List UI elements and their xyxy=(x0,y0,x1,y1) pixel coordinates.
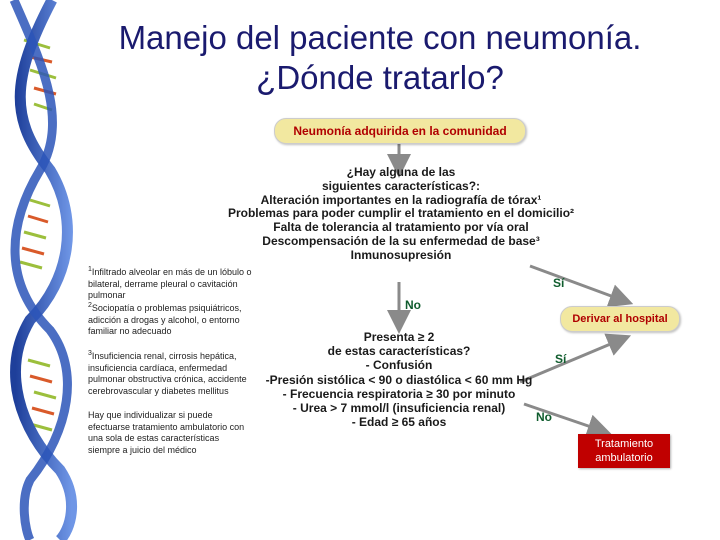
label-no-1: No xyxy=(405,298,421,312)
q1-line: ¿Hay alguna de las xyxy=(212,166,590,180)
footnote-3-text: Insuficiencia renal, cirrosis hepática, … xyxy=(88,351,247,396)
outcome-hospital-label: Derivar al hospital xyxy=(572,313,667,325)
q1-line: Inmunosupresión xyxy=(212,249,590,263)
outcome-ambulatory: Tratamiento ambulatorio xyxy=(578,434,670,468)
footnote-1: 1Infiltrado alveolar en más de un lóbulo… xyxy=(88,264,253,302)
q1-line: Descompensación de la su enfermedad de b… xyxy=(212,235,590,249)
outcome-hospital: Derivar al hospital xyxy=(560,306,680,332)
q2-line: -Presión sistólica < 90 o diastólica < 6… xyxy=(262,373,536,387)
footnote-1-text: Infiltrado alveolar en más de un lóbulo … xyxy=(88,267,252,300)
footnote-2-text: Sociopatía o problemas psiquiátricos, ad… xyxy=(88,303,242,336)
footnote-2: 2Sociopatía o problemas psiquiátricos, a… xyxy=(88,300,253,338)
q1-line: Alteración importantes en la radiografía… xyxy=(212,194,590,208)
q2-line: - Urea > 7 mmol/l (insuficiencia renal) xyxy=(262,401,536,415)
arrow-q1-yes xyxy=(530,266,622,300)
start-box: Neumonía adquirida en la comunidad xyxy=(274,118,526,144)
q1-line: Falta de tolerancia al tratamiento por v… xyxy=(212,221,590,235)
question-2: Presenta ≥ 2 de estas características? -… xyxy=(262,330,536,429)
title-line-1: Manejo del paciente con neumonía. xyxy=(70,18,690,58)
label-yes-2: Sí xyxy=(555,352,566,366)
footnote-4: Hay que individualizar si puede efectuar… xyxy=(88,410,253,456)
q2-line: de estas características? xyxy=(262,344,536,358)
q1-line: siguientes características?: xyxy=(212,180,590,194)
outcome-ambulatory-line-2: ambulatorio xyxy=(595,451,653,465)
footnote-4-text: Hay que individualizar si puede efectuar… xyxy=(88,410,244,455)
q2-line: - Frecuencia respiratoria ≥ 30 por minut… xyxy=(262,387,536,401)
label-yes-1: Sí xyxy=(553,276,564,290)
question-1: ¿Hay alguna de las siguientes caracterís… xyxy=(212,166,590,263)
footnote-3: 3Insuficiencia renal, cirrosis hepática,… xyxy=(88,348,253,397)
q2-line: Presenta ≥ 2 xyxy=(262,330,536,344)
label-no-2: No xyxy=(536,410,552,424)
title-line-2: ¿Dónde tratarlo? xyxy=(70,58,690,98)
q2-line: - Confusión xyxy=(262,358,536,372)
page-title: Manejo del paciente con neumonía. ¿Dónde… xyxy=(70,18,690,98)
q1-line: Problemas para poder cumplir el tratamie… xyxy=(212,207,590,221)
q2-line: - Edad ≥ 65 años xyxy=(262,415,536,429)
outcome-ambulatory-line-1: Tratamiento xyxy=(595,437,653,451)
dna-helix-decoration xyxy=(0,0,80,540)
start-box-label: Neumonía adquirida en la comunidad xyxy=(293,124,506,138)
